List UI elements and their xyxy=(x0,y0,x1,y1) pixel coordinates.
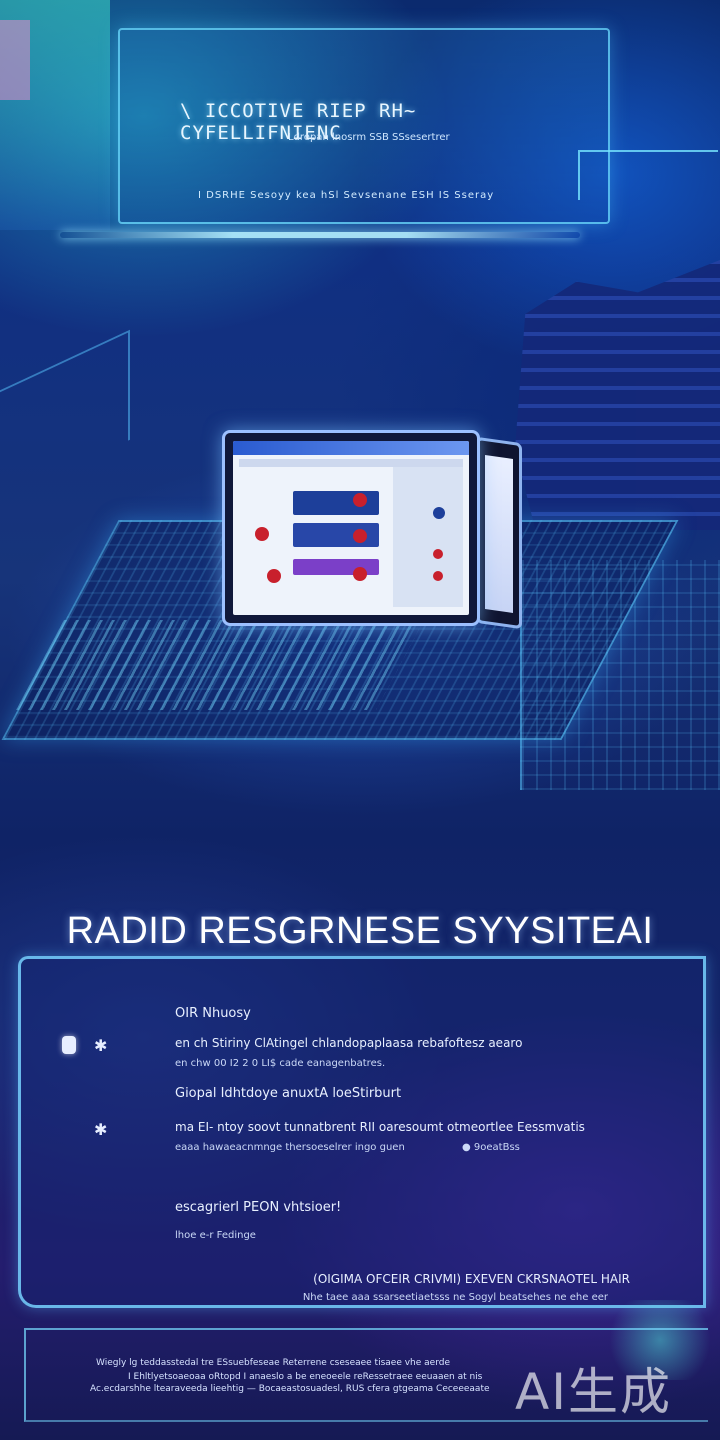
screen-dot xyxy=(353,529,367,543)
bullet3-tag: ● 9oeatBss xyxy=(462,1142,520,1153)
banner-bracket xyxy=(578,150,718,200)
bullet1-line1: en ch Stiriny ClAtingel chlandopaplaasa … xyxy=(175,1036,523,1050)
circuit-grid-right xyxy=(520,560,720,790)
screen-dot xyxy=(433,507,445,519)
spark-icon: ✱ xyxy=(94,1120,108,1139)
sub-small: lhoe e-r Fedinge xyxy=(175,1230,256,1241)
phone-device xyxy=(476,436,522,630)
bullet1-line2: en chw 00 I2 2 0 LI$ cade eanagenbatres. xyxy=(175,1058,386,1069)
footer-line2: I Ehltlyetsoaeoaa oRtopd I anaeslo a be … xyxy=(128,1372,483,1382)
circuit-board-edge xyxy=(16,620,424,710)
spark-icon: ✱ xyxy=(94,1036,108,1055)
info-panel xyxy=(18,956,706,1308)
section-title: RADID RESGRNESE SYYSITEAI xyxy=(66,910,654,952)
phone-screen xyxy=(485,455,513,613)
sub-heading: escagrierl PEON vhtsioer! xyxy=(175,1200,342,1215)
tablet-device xyxy=(222,430,480,626)
banner-caption: I DSRHE Sesoyy kea hSl Sevsenane ESH IS … xyxy=(198,190,495,201)
bullet3-line2: eaaa hawaeacnmnge thersoeselrer ingo gue… xyxy=(175,1142,405,1153)
banner-subtitle: Ldrepah lnosrm SSB SSsesertrer xyxy=(288,132,450,143)
footer-line3: Ac.ecdarshhe ltearaveeda lieehtig — Boca… xyxy=(90,1384,490,1394)
doc-icon xyxy=(62,1036,76,1054)
bullet3-tag-text: 9oeatBss xyxy=(473,1142,520,1153)
screen-dot xyxy=(255,527,269,541)
bullet3-line1: ma EI- ntoy soovt tunnatbrent RII oareso… xyxy=(175,1120,585,1134)
screen-dot xyxy=(353,493,367,507)
banner-panel xyxy=(118,28,610,224)
screen-nav xyxy=(239,459,463,467)
screen-dot xyxy=(267,569,281,583)
footer-frame xyxy=(24,1328,708,1422)
glow-orb xyxy=(600,1300,720,1380)
screen-header xyxy=(233,441,469,455)
watermark: AI生成 xyxy=(515,1363,672,1421)
banner-title: \ ICCOTIVE RIEP RH~ CYFELLIFNIENC xyxy=(180,100,417,144)
banner-light-line xyxy=(60,232,580,238)
tablet-screen xyxy=(233,441,469,615)
city-blocks xyxy=(515,260,720,530)
footer-line1: Wiegly lg teddasstedal tre ESsuebfeseae … xyxy=(96,1358,450,1368)
screen-dot xyxy=(353,567,367,581)
panel-heading: OIR Nhuosy xyxy=(175,1006,251,1021)
screen-dot xyxy=(433,571,443,581)
right-line1: (OIGIMA OFCEIR CRIVMI) EXEVEN CKRSNAOTEL… xyxy=(313,1272,630,1286)
pink-block xyxy=(0,20,30,100)
right-line2: Nhe taee aaa ssarseetiaetsss ne Sogyl be… xyxy=(302,1292,608,1303)
screen-sidebar xyxy=(393,467,463,607)
screen-dot xyxy=(433,549,443,559)
bullet2-heading: Giopal Idhtdoye anuxtA loeStirburt xyxy=(175,1086,402,1101)
